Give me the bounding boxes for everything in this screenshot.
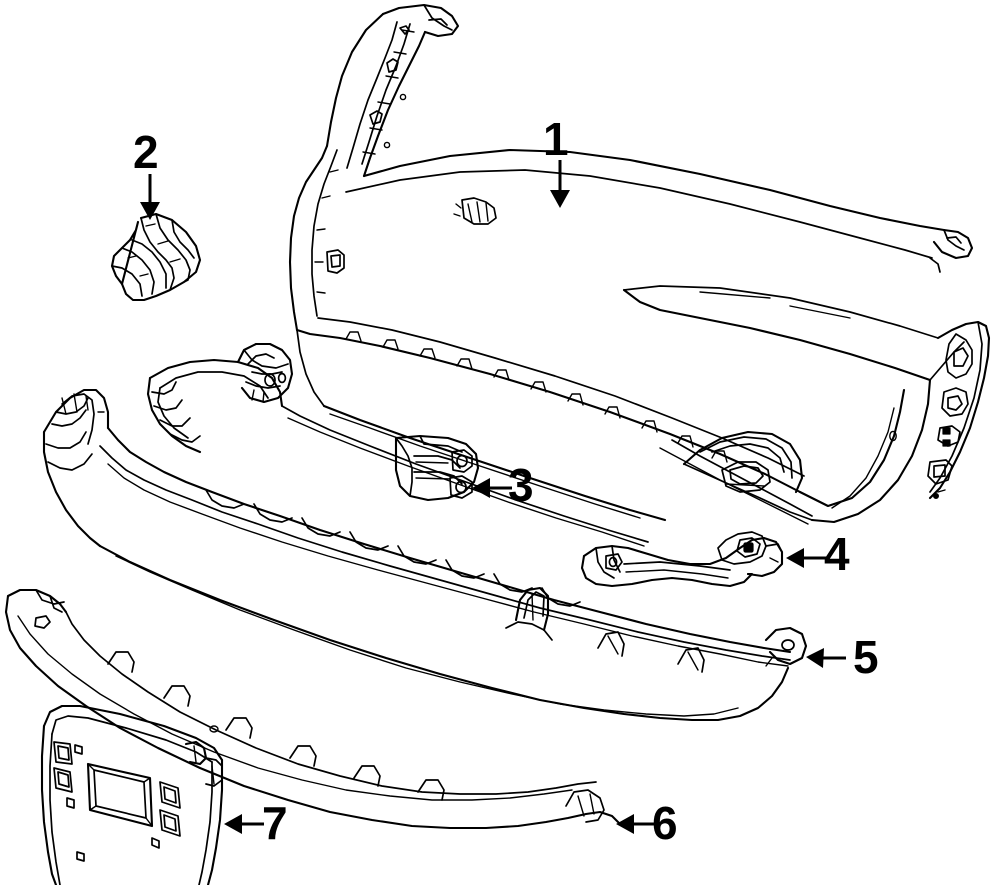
- callout-number-4: 4: [824, 528, 850, 580]
- part-license-plate-bracket: [40, 704, 224, 885]
- part-fog-lamp-bezel: [394, 434, 480, 502]
- part-front-bumper-cover: [288, 3, 991, 525]
- part-air-deflector-valance: [4, 588, 622, 830]
- callout-number-7: 7: [262, 797, 288, 849]
- callout-number-3: 3: [508, 459, 534, 511]
- part-energy-absorber: [42, 342, 808, 722]
- callout-leaders: [140, 160, 846, 834]
- callout-number-6: 6: [652, 797, 678, 849]
- part-retainer-clip: [110, 212, 202, 302]
- callout-number-5: 5: [853, 631, 879, 683]
- callout-number-1: 1: [543, 113, 569, 165]
- callout-number-2: 2: [133, 126, 159, 178]
- part-lower-support-bracket: [580, 531, 784, 588]
